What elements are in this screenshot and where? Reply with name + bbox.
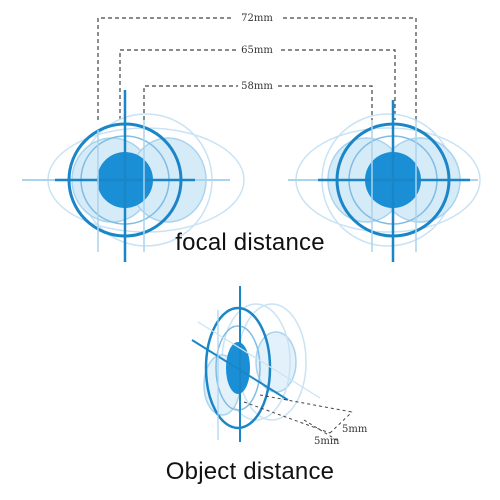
caption-object-distance: Object distance	[165, 458, 335, 485]
object-distance-reticle	[191, 286, 321, 442]
label-bg-58	[238, 78, 278, 92]
dimension-line-72mm	[97, 17, 417, 120]
label-bg-72	[232, 10, 282, 24]
dimension-lines	[97, 17, 417, 120]
caption-focal-distance: focal distance	[175, 229, 325, 256]
dimension-label-58mm: 58mm	[241, 81, 273, 92]
label-bg-65	[238, 42, 278, 56]
dimension-line-65mm	[119, 49, 396, 120]
object-dimension-lines	[243, 394, 353, 443]
left-lens-reticle	[22, 90, 245, 262]
offset-label-upper: 5mm	[342, 424, 368, 435]
dimension-label-72mm: 72mm	[241, 13, 273, 24]
offset-label-lower: 5mm	[314, 436, 340, 447]
dimension-label-65mm: 65mm	[241, 45, 273, 56]
right-lens-reticle	[288, 100, 481, 262]
